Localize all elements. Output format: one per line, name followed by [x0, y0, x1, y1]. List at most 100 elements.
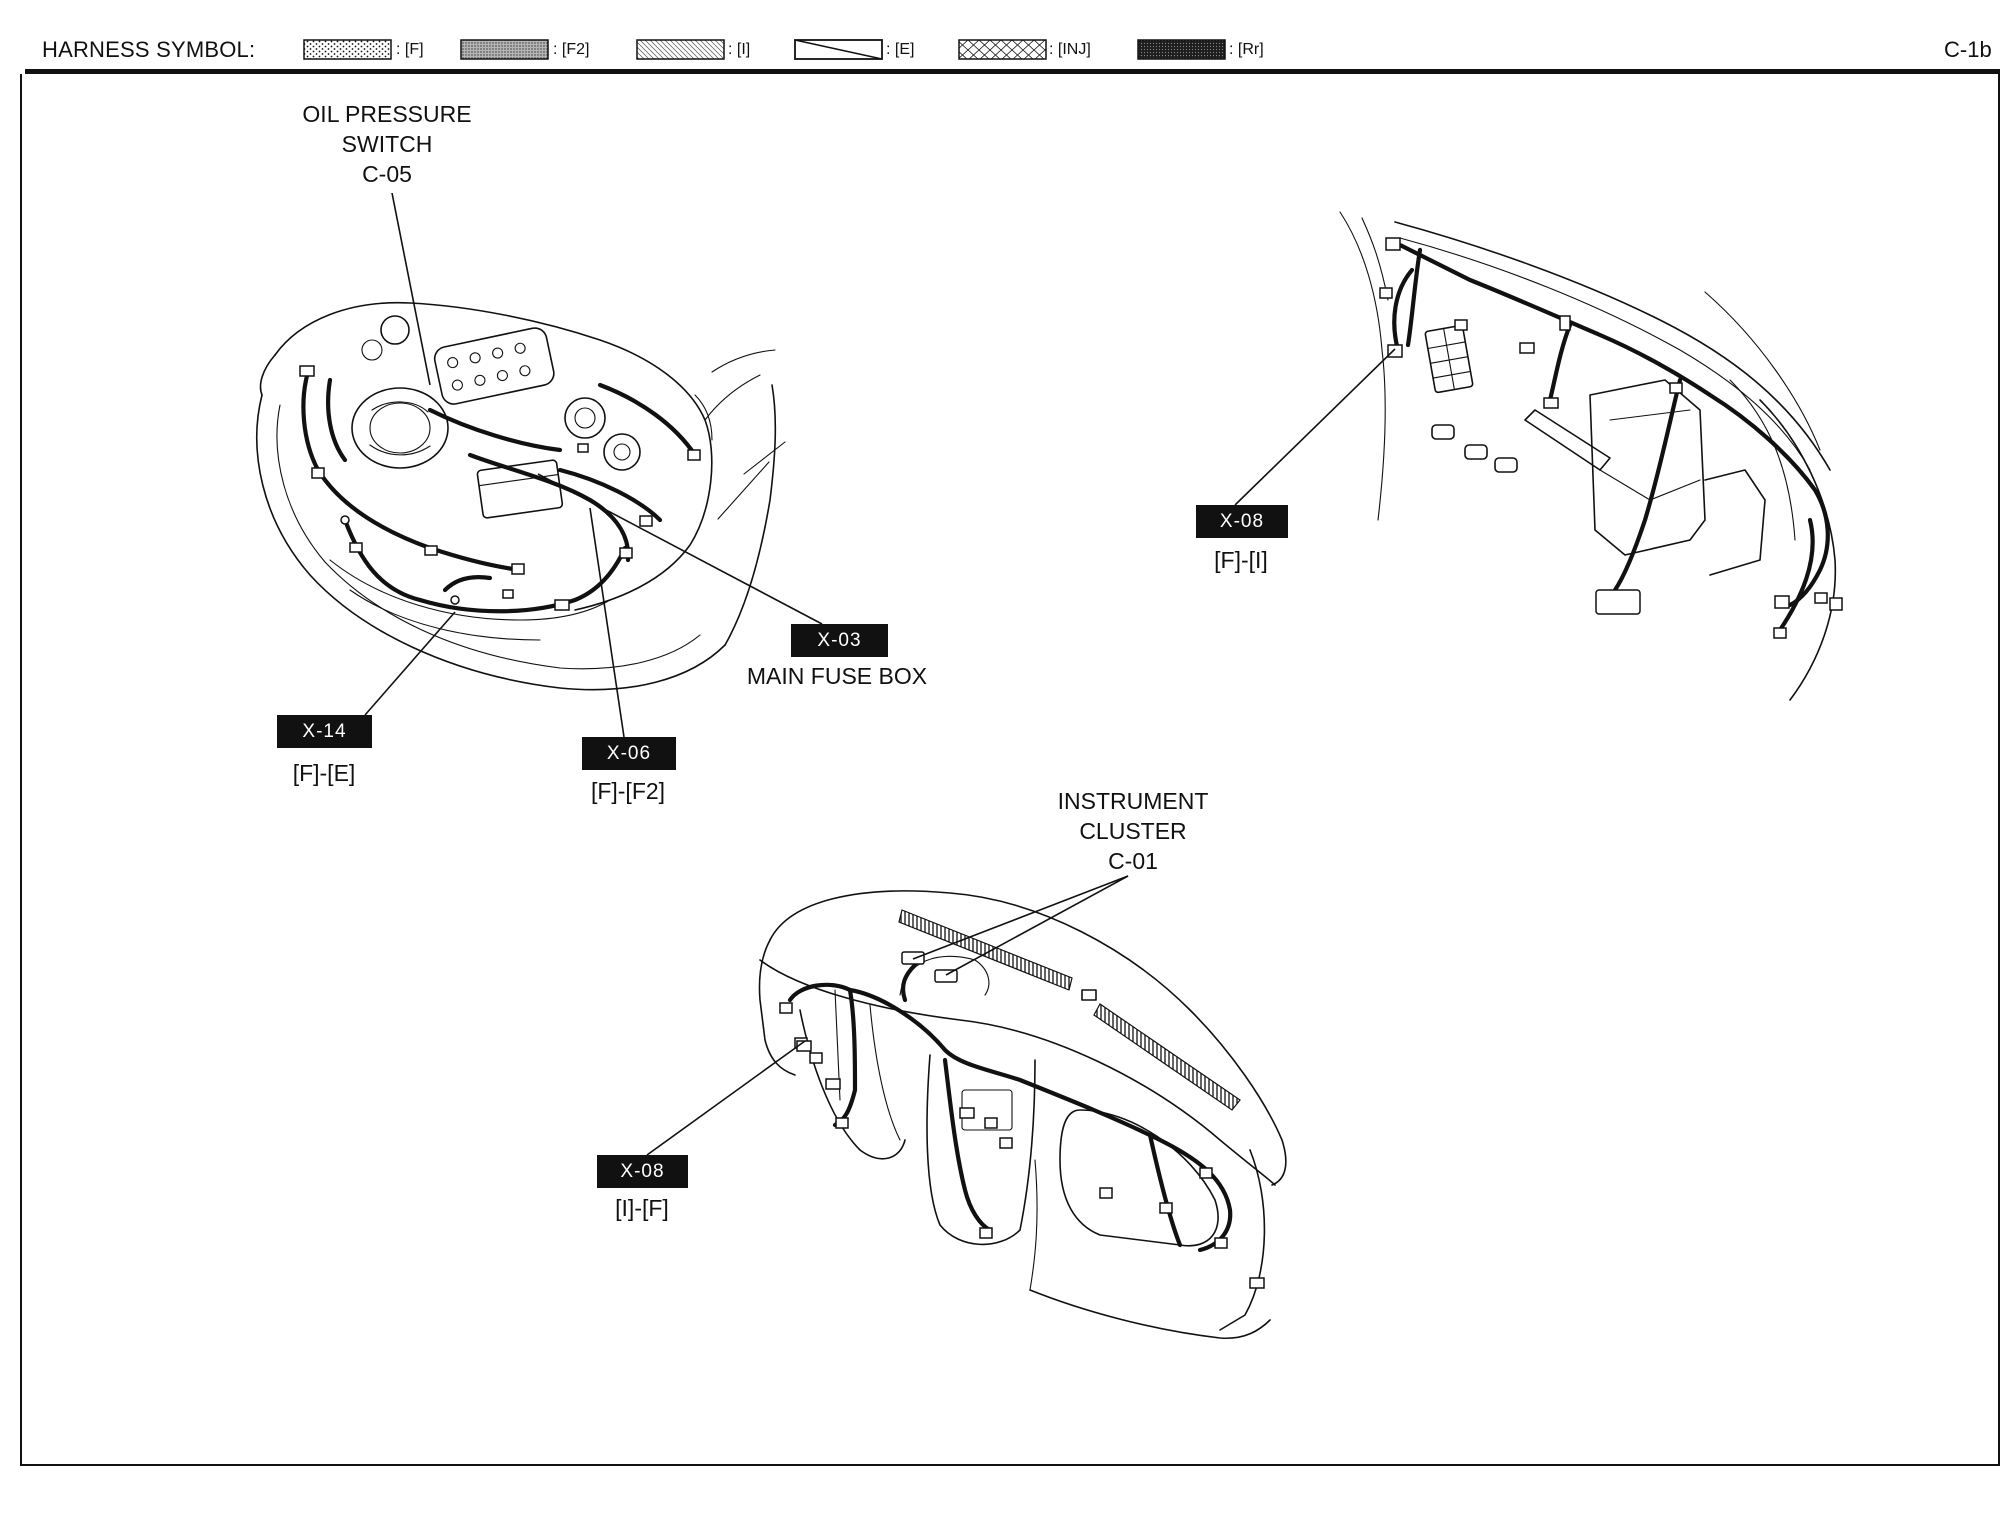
connector — [554, 599, 570, 611]
connector — [1814, 592, 1828, 604]
connector — [1379, 287, 1393, 299]
air-intake-housing — [351, 387, 449, 469]
instrument-cluster-callout: INSTRUMENT CLUSTER C-01 — [1003, 786, 1263, 876]
junction-box — [1424, 324, 1474, 394]
ground-terminal — [450, 595, 460, 605]
legend-label-f2: : [F2] — [553, 41, 590, 58]
swatch-rr — [1137, 39, 1226, 60]
dash-right-side — [1219, 1149, 1266, 1331]
bolt — [469, 352, 481, 364]
defroster-vent-right — [1093, 1003, 1241, 1111]
connector-tag-x06: X-06 — [582, 737, 676, 770]
connector — [999, 1137, 1013, 1149]
legend-label-f: : [F] — [396, 41, 424, 58]
connector — [1454, 319, 1468, 331]
connector — [502, 589, 514, 599]
harness-wire-branch — [1405, 247, 1423, 348]
brake-reservoir — [603, 433, 641, 471]
leader-lines — [364, 192, 1396, 1156]
sensor-grille — [1081, 989, 1097, 1001]
leader-line-x08-lower — [646, 1040, 806, 1156]
harness-wire-branch — [1392, 267, 1415, 353]
harness-wire-middle — [467, 452, 631, 563]
connector — [1214, 1237, 1228, 1249]
bolt — [519, 365, 531, 377]
front-bumper-outline — [256, 394, 726, 691]
connector — [1385, 237, 1401, 251]
harness-wire-right — [597, 382, 698, 458]
connector — [1249, 1277, 1265, 1289]
harness-wire-left — [787, 982, 858, 1128]
leader-line-x08-upper — [1234, 348, 1396, 506]
harness-wire-ground — [342, 517, 423, 603]
connector — [299, 365, 315, 377]
legend-swatches — [303, 39, 1226, 60]
pedal — [1431, 424, 1455, 440]
connector — [311, 467, 325, 479]
hood-hinge — [694, 394, 713, 441]
fuse-box-lid-line — [478, 473, 559, 487]
pedal — [1464, 444, 1488, 460]
connector — [825, 1078, 841, 1090]
bolt — [514, 342, 526, 354]
swatch-i — [636, 39, 725, 60]
connector — [959, 1107, 975, 1119]
coolant-reservoir — [564, 397, 606, 439]
connector-tag-x14: X-14 — [277, 715, 372, 748]
bolt — [492, 347, 504, 359]
legend-label-i: : [I] — [728, 41, 751, 58]
harness-wire-branch — [1777, 517, 1815, 633]
callout-line: INSTRUMENT — [1057, 788, 1209, 814]
connector-tag-x08-upper: X-08 — [1196, 505, 1288, 538]
oil-pressure-switch-callout: OIL PRESSURE SWITCH C-05 — [257, 99, 517, 189]
dash-right-edge — [1759, 399, 1837, 701]
leader-line-c01-a — [912, 875, 1129, 960]
connector-caption-x08-upper: [F]-[I] — [1214, 547, 1268, 573]
dash-face-edge — [759, 959, 1276, 1186]
connector — [619, 547, 633, 559]
junction-box-grid — [1427, 327, 1472, 391]
harness-wire-engine — [427, 407, 563, 453]
connector — [1559, 315, 1571, 331]
main-harness-dash-drawing — [1339, 211, 1843, 701]
harness-wire-drop — [1612, 377, 1683, 593]
leader-line-c01-b — [945, 875, 1129, 976]
cowl-top-line — [1394, 221, 1831, 471]
pedal — [1494, 457, 1518, 473]
legend-label-inj: : [INJ] — [1049, 41, 1091, 58]
reservoir-cap — [380, 315, 410, 345]
coolant-reservoir-cap — [574, 407, 596, 429]
harness-wire-left — [301, 369, 523, 573]
harness-symbol-title: HARNESS SYMBOL: — [42, 37, 256, 62]
windshield-edge — [1704, 291, 1821, 451]
connector-caption-x03: MAIN FUSE BOX — [746, 663, 928, 689]
dash-bottom-edge — [1029, 1289, 1271, 1340]
connector — [984, 1117, 998, 1129]
dash-right-inner — [1729, 379, 1796, 541]
page-code: C-1b — [1944, 37, 1992, 62]
connector — [835, 1117, 849, 1129]
harness-wire-main — [1397, 242, 1830, 608]
connector — [511, 563, 525, 575]
harness-wire-branch — [557, 467, 663, 523]
intake-ribs — [369, 401, 431, 456]
legend-label-e: : [E] — [886, 41, 915, 58]
cluster-connector — [901, 951, 925, 965]
connector — [349, 542, 363, 553]
windshield-line-2 — [743, 441, 786, 475]
connector — [1099, 1187, 1113, 1199]
connector — [1199, 1167, 1213, 1179]
instrument-panel-drawing — [758, 890, 1287, 1340]
dash-left-end — [758, 939, 796, 1076]
harness-wire-main — [847, 987, 1233, 1253]
connector — [1829, 597, 1843, 611]
console-side — [1029, 1159, 1038, 1291]
callout-line: SWITCH — [341, 131, 433, 157]
cluster-connector — [934, 969, 958, 983]
swatch-f2 — [460, 39, 549, 60]
connector — [1773, 627, 1787, 639]
leader-line-c05 — [391, 192, 431, 386]
grille-line — [329, 559, 611, 621]
connector-caption-x06: [F]-[F2] — [590, 778, 666, 804]
